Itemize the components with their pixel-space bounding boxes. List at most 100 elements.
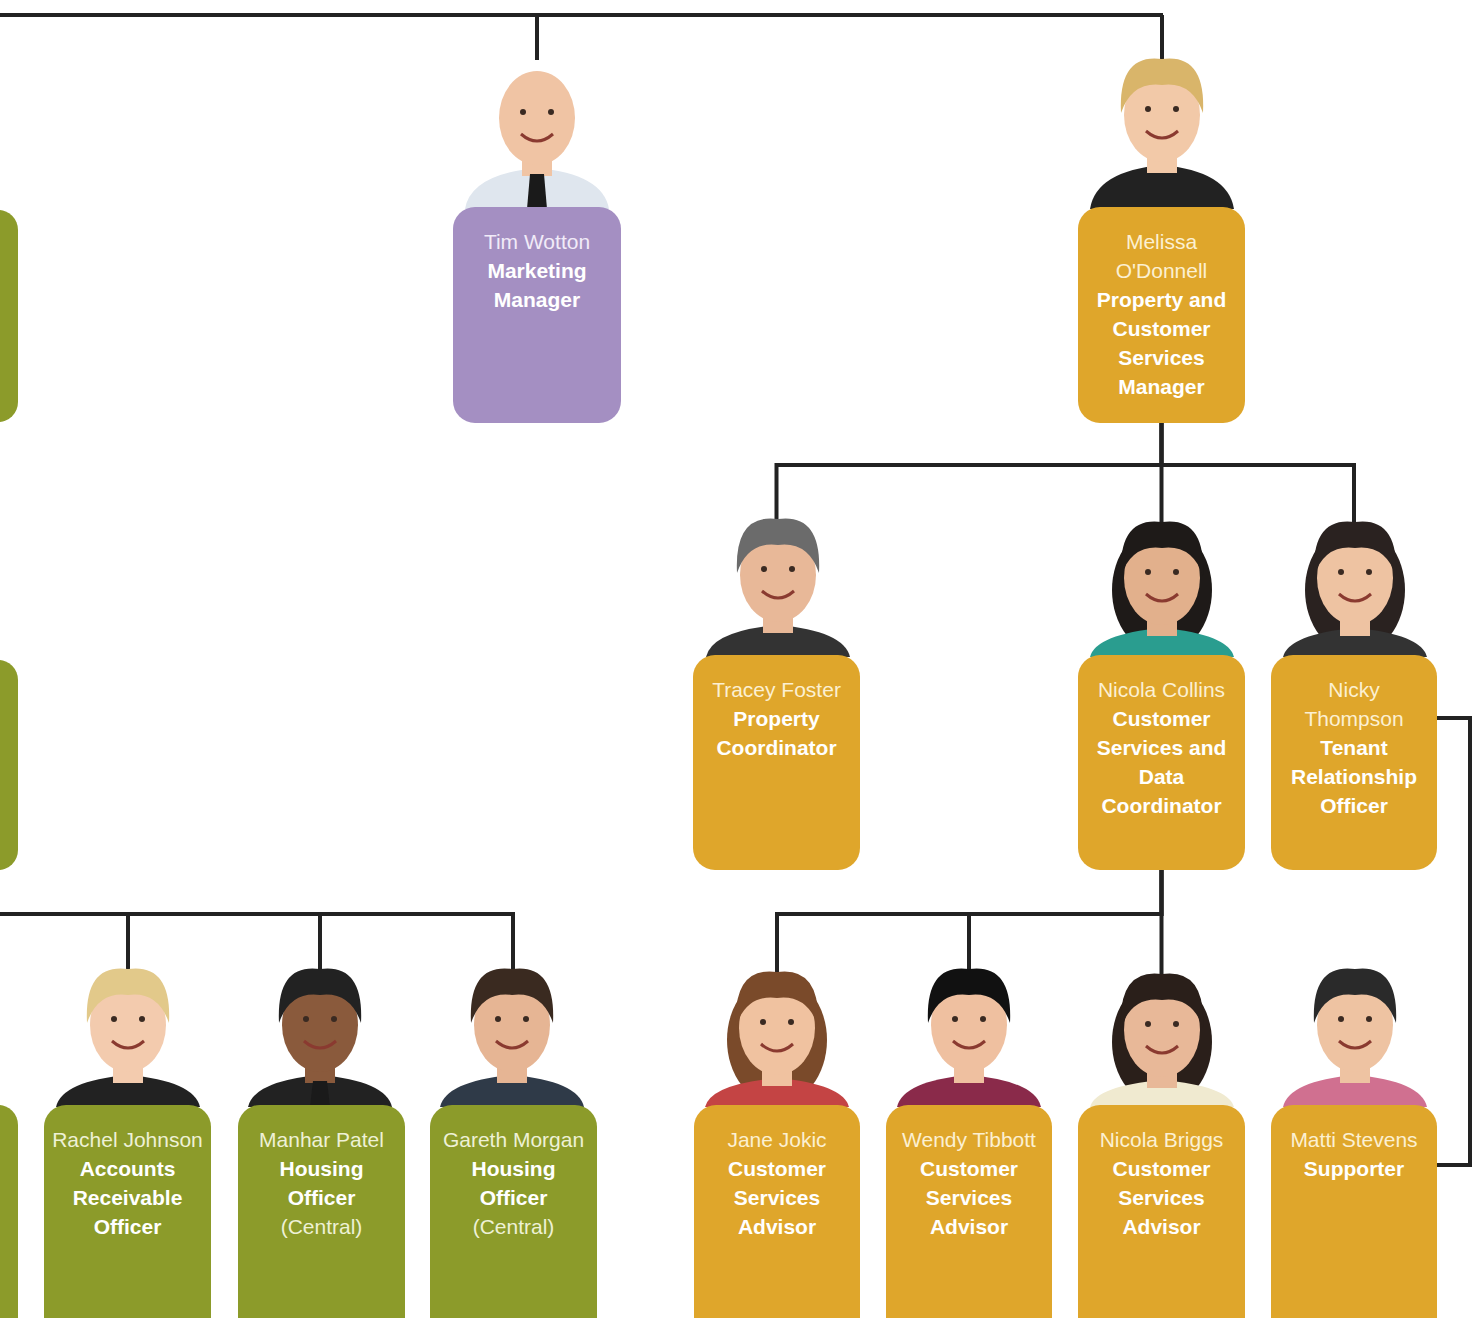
staff-box: Melissa O'DonnellProperty and Customer S… xyxy=(1078,207,1245,423)
reporting-line xyxy=(777,423,1162,655)
eye xyxy=(523,1016,529,1022)
staff-photo xyxy=(1090,973,1234,1107)
cut-off-box xyxy=(0,660,18,870)
hair xyxy=(1314,521,1396,576)
job-title: Tenant Relationship Officer xyxy=(1277,733,1431,820)
eye xyxy=(111,1016,117,1022)
staff-photo xyxy=(1090,58,1234,209)
smile xyxy=(1339,1041,1371,1048)
hair xyxy=(737,518,819,573)
eye xyxy=(1173,106,1179,112)
smile xyxy=(304,1041,336,1048)
hair xyxy=(1121,973,1203,1028)
eye xyxy=(548,109,554,115)
staff-photo xyxy=(465,71,609,209)
job-title: Housing Officer xyxy=(244,1154,399,1212)
person-name: Melissa O'Donnell xyxy=(1084,227,1239,285)
job-title: Supporter xyxy=(1277,1154,1431,1183)
job-title: Housing Officer xyxy=(436,1154,591,1212)
org-lines xyxy=(0,15,1163,975)
top-branch-line xyxy=(0,13,1163,17)
person-name: Nicola Briggs xyxy=(1084,1125,1239,1154)
smile xyxy=(762,591,794,598)
staff-box: Jane JokicCustomer Services Advisor xyxy=(694,1105,860,1318)
drop-line xyxy=(318,914,322,975)
tie xyxy=(527,174,547,209)
eye xyxy=(1338,569,1344,575)
job-title: Customer Services Advisor xyxy=(892,1154,1046,1241)
staff-photo xyxy=(56,968,200,1107)
cut-off-boxes xyxy=(0,210,18,1318)
eye xyxy=(1145,1021,1151,1027)
staff-photo xyxy=(248,968,392,1107)
hair xyxy=(1121,58,1203,113)
job-title: Customer Services Advisor xyxy=(700,1154,854,1241)
eye xyxy=(1145,106,1151,112)
staff-box: Rachel JohnsonAccounts Receivable Office… xyxy=(44,1105,211,1318)
eye xyxy=(303,1016,309,1022)
staff-photo xyxy=(705,971,849,1107)
bottom-branch-line xyxy=(0,912,515,916)
hair xyxy=(928,968,1010,1023)
staff-box: Gareth MorganHousing Officer(Central) xyxy=(430,1105,597,1318)
eye xyxy=(760,1019,766,1025)
eye xyxy=(331,1016,337,1022)
person-name: Tracey Foster xyxy=(699,675,854,704)
head xyxy=(499,71,575,165)
staff-photo xyxy=(897,968,1041,1107)
eye xyxy=(1338,1016,1344,1022)
eye xyxy=(1145,569,1151,575)
eye xyxy=(761,566,767,572)
drop-line xyxy=(511,914,515,975)
job-title: Property and Customer Services Manager xyxy=(1084,285,1239,401)
eye xyxy=(495,1016,501,1022)
person-name: Rachel Johnson xyxy=(50,1125,205,1154)
eye xyxy=(1366,569,1372,575)
job-title: Customer Services Advisor xyxy=(1084,1154,1239,1241)
smile xyxy=(112,1041,144,1048)
eye xyxy=(520,109,526,115)
smile xyxy=(496,1041,528,1048)
hair xyxy=(87,968,169,1023)
staff-box: Matti StevensSupporter xyxy=(1271,1105,1437,1318)
eye xyxy=(1366,1016,1372,1022)
job-location: (Central) xyxy=(244,1212,399,1241)
smile xyxy=(953,1041,985,1048)
eye xyxy=(952,1016,958,1022)
hair xyxy=(1121,521,1203,576)
eye xyxy=(788,1019,794,1025)
job-title: Property Coordinator xyxy=(699,704,854,762)
person-name: Manhar Patel xyxy=(244,1125,399,1154)
cut-off-box xyxy=(0,210,18,422)
eye xyxy=(980,1016,986,1022)
person-name: Matti Stevens xyxy=(1277,1125,1431,1154)
smile xyxy=(521,134,553,141)
person-name: Tim Wotton xyxy=(459,227,615,256)
staff-box: Manhar PatelHousing Officer(Central) xyxy=(238,1105,405,1318)
staff-box: Wendy TibbottCustomer Services Advisor xyxy=(886,1105,1052,1318)
hair xyxy=(279,968,361,1023)
person-name: Jane Jokic xyxy=(700,1125,854,1154)
tie xyxy=(310,1081,330,1107)
smile xyxy=(1339,594,1371,601)
eye xyxy=(139,1016,145,1022)
shoulders xyxy=(465,168,609,209)
smile xyxy=(1146,131,1178,138)
smile xyxy=(1146,1046,1178,1053)
staff-photo xyxy=(1283,968,1427,1107)
hair xyxy=(736,971,818,1026)
reporting-line xyxy=(777,870,1162,1105)
staff-photo xyxy=(440,968,584,1107)
eye xyxy=(1173,569,1179,575)
reporting-line xyxy=(1437,718,1470,1165)
hair xyxy=(471,968,553,1023)
staff-box: Tracey FosterProperty Coordinator xyxy=(693,655,860,870)
job-title: Customer Services and Data Coordinator xyxy=(1084,704,1239,820)
person-name: Nicola Collins xyxy=(1084,675,1239,704)
staff-box: Tim WottonMarketing Manager xyxy=(453,207,621,423)
eye xyxy=(789,566,795,572)
job-title: Marketing Manager xyxy=(459,256,615,314)
eye xyxy=(1173,1021,1179,1027)
person-name: Nicky Thompson xyxy=(1277,675,1431,733)
staff-photo xyxy=(1283,521,1427,657)
